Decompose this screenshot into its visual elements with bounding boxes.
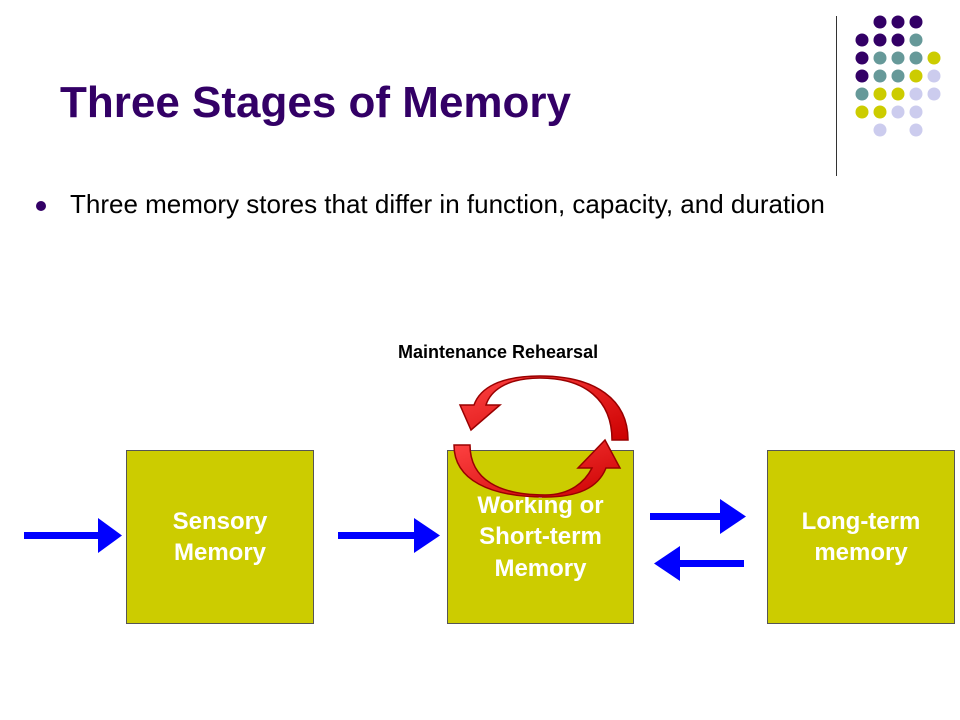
decorative-dot [927, 69, 941, 83]
decorative-dot [855, 69, 869, 83]
decorative-dot [927, 51, 941, 65]
decorative-dot [909, 51, 923, 65]
decorative-dot [855, 33, 869, 47]
decorative-dot [909, 69, 923, 83]
sensory-memory-box: Sensory Memory [126, 450, 314, 624]
decorative-dot [891, 69, 905, 83]
decorative-dot [855, 51, 869, 65]
decorative-dot [873, 87, 887, 101]
long-term-memory-label: Long-term memory [801, 507, 921, 566]
decorative-dot [909, 123, 923, 137]
decorative-dot [855, 105, 869, 119]
decorative-dot [891, 15, 905, 29]
long-term-memory-box: Long-term memory [767, 450, 955, 624]
dot-grid-decoration [855, 15, 941, 137]
slide-title: Three Stages of Memory [60, 78, 572, 127]
input-arrow-icon [24, 518, 122, 553]
decorative-dot [873, 15, 887, 29]
sensory-memory-label: Sensory Memory [172, 507, 268, 566]
decorative-dot [909, 33, 923, 47]
decorative-dot [891, 51, 905, 65]
bullet-icon [36, 201, 46, 211]
decorative-dot [891, 33, 905, 47]
maintenance-rehearsal-label: Maintenance Rehearsal [398, 342, 599, 362]
decorative-dot [873, 69, 887, 83]
vertical-divider [836, 16, 837, 176]
decorative-dot [873, 51, 887, 65]
decorative-dot [909, 15, 923, 29]
decorative-dot [891, 87, 905, 101]
sensory-to-working-arrow-icon [338, 518, 440, 553]
working-memory-box: Working or Short-term Memory [447, 450, 634, 624]
bullet-text: Three memory stores that differ in funct… [70, 189, 825, 219]
decorative-dot [927, 87, 941, 101]
decorative-dot [855, 87, 869, 101]
retrieval-arrow-icon [654, 546, 744, 581]
rehearsal-loop-icon [453, 375, 629, 498]
decorative-dot [873, 123, 887, 137]
encoding-arrow-icon [650, 499, 746, 534]
decorative-dot [909, 87, 923, 101]
decorative-dot [873, 105, 887, 119]
decorative-dot [891, 105, 905, 119]
decorative-dot [909, 105, 923, 119]
decorative-dot [873, 33, 887, 47]
